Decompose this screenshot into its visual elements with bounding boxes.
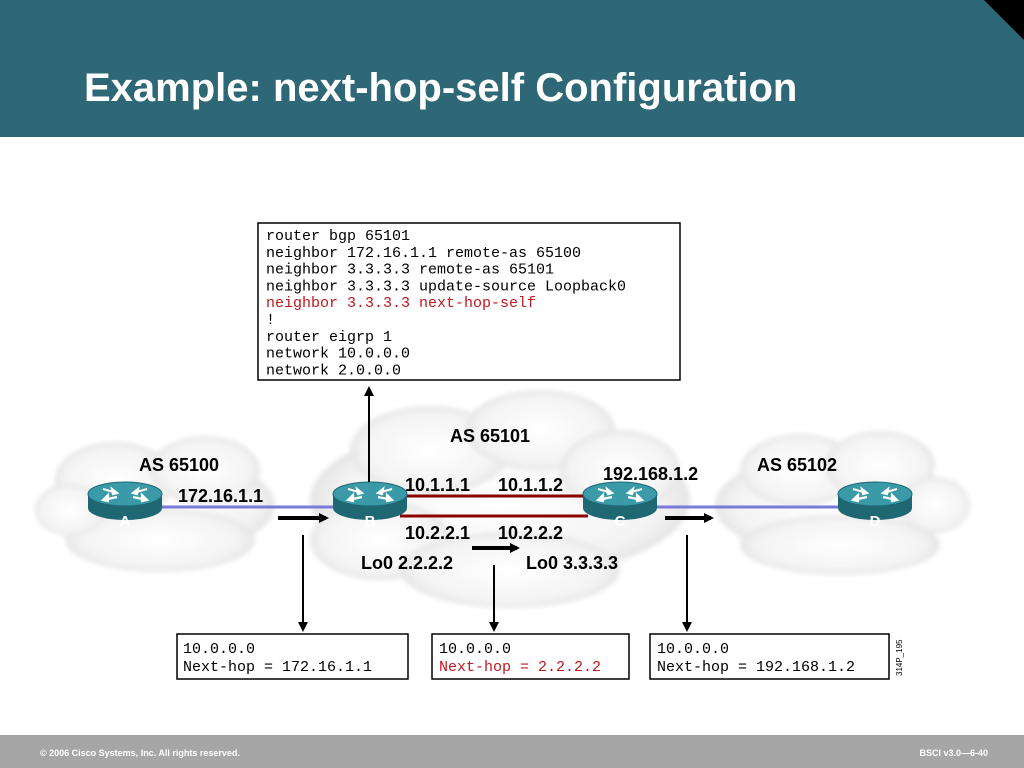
route-box-3-network: 10.0.0.0 (657, 641, 729, 658)
router-a[interactable]: A (86, 480, 164, 530)
router-d-label: D (870, 513, 881, 530)
route-box-router-b: 10.0.0.0 Next-hop = 2.2.2.2 (431, 633, 630, 680)
ip-10-2-2-2: 10.2.2.2 (498, 523, 563, 543)
ip-10-2-2-1: 10.2.2.1 (405, 523, 470, 543)
as-65101-label: AS 65101 (450, 426, 530, 446)
as-65102-label: AS 65102 (757, 455, 837, 475)
config-line: router bgp 65101 (266, 228, 410, 245)
cloud-as-65100 (35, 436, 275, 572)
config-line: neighbor 3.3.3.3 update-source Loopback0 (266, 278, 626, 295)
config-line: ! (266, 312, 275, 329)
config-line: network 2.0.0.0 (266, 362, 401, 379)
route-box-1-network: 10.0.0.0 (183, 641, 255, 658)
course-page-number: BSCI v3.0—6-40 (919, 748, 988, 758)
loopback-c-label: Lo0 3.3.3.3 (526, 553, 618, 573)
route-box-router-a: 10.0.0.0 Next-hop = 172.16.1.1 (176, 633, 409, 680)
figure-id: 314P_195 (895, 639, 904, 676)
router-b-label: B (365, 513, 376, 530)
corner-triangle (984, 0, 1024, 40)
router-a-label: A (120, 513, 131, 530)
config-line: network 10.0.0.0 (266, 346, 410, 363)
ip-10-1-1-1: 10.1.1.1 (405, 475, 470, 495)
route-box-1-nexthop: Next-hop = 172.16.1.1 (183, 659, 372, 676)
cloud-as-65102 (715, 431, 970, 575)
slide-header: Example: next-hop-self Configuration (0, 0, 1024, 137)
config-line: neighbor 3.3.3.3 remote-as 65101 (266, 262, 554, 279)
router-b[interactable]: B (331, 480, 409, 530)
route-box-2-nexthop: Next-hop = 2.2.2.2 (439, 659, 601, 676)
config-line: neighbor 172.16.1.1 remote-as 65100 (266, 245, 581, 262)
route-box-2-network: 10.0.0.0 (439, 641, 511, 658)
route-box-3-nexthop: Next-hop = 192.168.1.2 (657, 659, 855, 676)
copyright-text: © 2006 Cisco Systems, Inc. All rights re… (40, 748, 240, 758)
ip-10-1-1-2: 10.1.1.2 (498, 475, 563, 495)
ip-192-168-1-2: 192.168.1.2 (603, 464, 698, 484)
config-line-highlighted: neighbor 3.3.3.3 next-hop-self (266, 295, 536, 312)
cloud-as-65101 (310, 390, 690, 608)
route-box-router-c: 10.0.0.0 Next-hop = 192.168.1.2 (649, 633, 890, 680)
router-c[interactable]: C (581, 480, 659, 530)
as-65100-label: AS 65100 (139, 455, 219, 475)
slide-footer: © 2006 Cisco Systems, Inc. All rights re… (0, 735, 1024, 768)
loopback-b-label: Lo0 2.2.2.2 (361, 553, 453, 573)
config-line: router eigrp 1 (266, 329, 392, 346)
bgp-topology-diagram: A B C D AS 65100 AS 65101 AS 65102 172.1… (35, 222, 970, 680)
router-d[interactable]: D (836, 480, 914, 530)
router-c-label: C (615, 513, 626, 530)
ip-172-16-1-1: 172.16.1.1 (178, 486, 263, 506)
slide-title: Example: next-hop-self Configuration (84, 66, 798, 110)
